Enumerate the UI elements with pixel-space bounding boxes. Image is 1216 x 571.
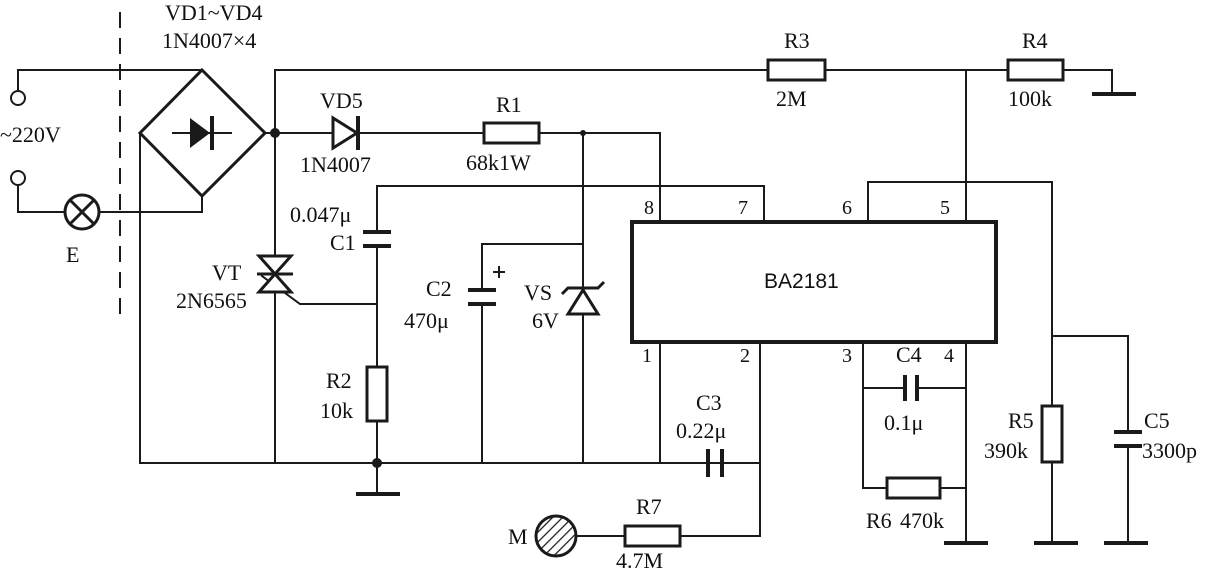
r1-value-label: 68k1W xyxy=(466,150,531,175)
c5-capacitor-icon xyxy=(1114,430,1142,448)
vd5-part-label: 1N4007 xyxy=(300,152,371,177)
r4-name-label: R4 xyxy=(1022,28,1048,53)
c1-capacitor-icon xyxy=(363,230,391,248)
r2-name-label: R2 xyxy=(326,368,352,393)
ac-terminal-bottom xyxy=(10,170,26,186)
c3-name-label: C3 xyxy=(696,390,722,415)
r1-resistor-icon xyxy=(482,121,541,145)
ic-ba2181: BA2181 8 7 6 5 1 2 3 4 xyxy=(630,197,998,367)
ic-pin-6-label: 6 xyxy=(842,197,852,219)
microphone-icon xyxy=(534,514,578,558)
c5-name-label: C5 xyxy=(1144,408,1170,433)
c5-value-label: 3300p xyxy=(1142,438,1197,463)
ic-pin-7-label: 7 xyxy=(738,197,748,219)
c2-value-label: 470μ xyxy=(404,308,449,333)
r3-name-label: R3 xyxy=(784,28,810,53)
r7-resistor-icon xyxy=(623,524,682,548)
ac-terminal-top xyxy=(10,90,26,106)
r4-resistor-icon xyxy=(1006,58,1065,82)
mic-label: M xyxy=(508,524,528,549)
bridge-part-label: 1N4007×4 xyxy=(162,28,256,53)
r5-value-label: 390k xyxy=(984,438,1028,463)
c4-value-label: 0.1μ xyxy=(884,410,923,435)
r1-name-label: R1 xyxy=(496,92,522,117)
r5-resistor-icon xyxy=(1040,404,1064,464)
c1-value-label: 0.047μ xyxy=(290,202,351,227)
r5-name-label: R5 xyxy=(1008,408,1034,433)
r6-resistor-icon xyxy=(885,476,942,500)
vt-thyristor-icon xyxy=(255,254,295,294)
lamp-icon xyxy=(63,193,101,231)
supply-voltage-label: ~220V xyxy=(0,122,61,147)
r7-name-label: R7 xyxy=(636,494,662,519)
c2-capacitor-icon xyxy=(468,266,505,306)
vt-part-label: 2N6565 xyxy=(176,288,247,313)
vs-name-label: VS xyxy=(524,280,552,305)
ic-pin-3-label: 3 xyxy=(842,345,852,367)
r2-resistor-icon xyxy=(365,365,389,423)
r6-name-label: R6 xyxy=(866,508,892,533)
r3-resistor-icon xyxy=(766,58,827,82)
r4-value-label: 100k xyxy=(1008,86,1052,111)
vd5-diode-icon xyxy=(331,115,360,151)
bridge-rectifier xyxy=(137,67,268,199)
c4-capacitor-icon xyxy=(903,375,919,401)
c3-capacitor-icon xyxy=(659,449,724,477)
c3-value-label: 0.22μ xyxy=(676,418,726,443)
ic-body xyxy=(630,220,998,344)
c2-name-label: C2 xyxy=(426,276,452,301)
vs-value-label: 6V xyxy=(532,308,559,333)
c1-name-label: C1 xyxy=(330,230,356,255)
vd5-name-label: VD5 xyxy=(320,88,363,113)
vt-name-label: VT xyxy=(212,260,242,285)
wires xyxy=(17,69,1129,543)
r2-value-label: 10k xyxy=(320,398,353,423)
r3-value-label: 2M xyxy=(776,86,807,111)
r6-value-label: 470k xyxy=(900,508,944,533)
lamp-label: E xyxy=(66,242,79,267)
junction-dots xyxy=(270,128,586,468)
ic-pin-5-label: 5 xyxy=(940,197,950,219)
ic-pin-8-label: 8 xyxy=(644,197,654,219)
c4-name-label: C4 xyxy=(896,342,922,367)
vs-zener-icon xyxy=(560,280,606,316)
r7-value-label: 4.7M xyxy=(616,548,663,571)
bridge-name-label: VD1~VD4 xyxy=(165,0,262,25)
ic-pin-4-label: 4 xyxy=(944,345,954,367)
ic-name-label: BA2181 xyxy=(764,270,839,293)
ic-pin-1-label: 1 xyxy=(642,345,652,367)
ic-pin-2-label: 2 xyxy=(740,345,750,367)
